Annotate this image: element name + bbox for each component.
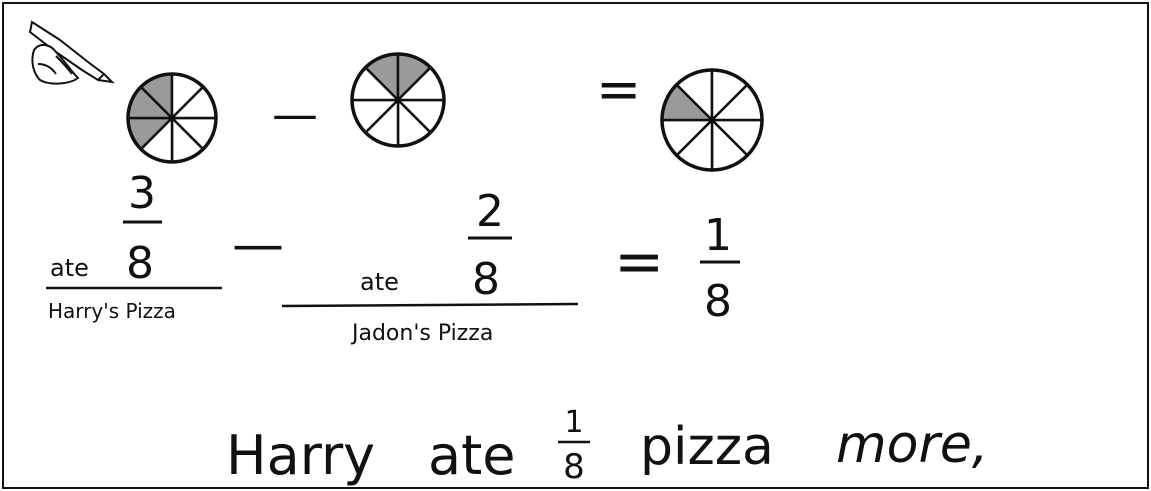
jadon-ate-label: ate [360, 268, 399, 296]
conclusion-denominator: 8 [563, 447, 585, 487]
harry-pizza-drawing [126, 72, 218, 164]
jadon-pizza-drawing [350, 52, 446, 148]
harry-numerator: 3 [128, 168, 156, 219]
conclusion-word-harry: Harry [226, 424, 375, 487]
difference-pizza-drawing [660, 68, 764, 172]
fraction-minus-sign: — [232, 215, 284, 275]
pizza-equals-sign: = [596, 58, 641, 121]
pizza-outline [660, 68, 764, 172]
conclusion-word-ate: ate [428, 424, 516, 487]
pizza-outline [350, 52, 446, 148]
pizza-outline [126, 72, 218, 164]
jadon-pizza-caption: Jadon's Pizza [350, 321, 493, 346]
conclusion-word-pizza: pizza [640, 417, 774, 477]
result-numerator: 1 [704, 210, 732, 261]
jadon-denominator: 8 [472, 254, 500, 305]
pencil-writing-hand-icon [28, 20, 115, 85]
jadon-numerator: 2 [476, 186, 504, 237]
result-denominator: 8 [704, 276, 732, 327]
harry-ate-label: ate [50, 254, 89, 282]
harry-pizza-caption: Harry's Pizza [48, 299, 176, 323]
conclusion-numerator: 1 [564, 405, 583, 440]
pizza-minus-sign: — [272, 87, 318, 141]
fraction-equals-sign: = [614, 227, 664, 297]
jadon-caption-rule [281, 302, 579, 308]
harry-denominator: 8 [126, 238, 154, 289]
conclusion-word-more: more, [836, 415, 988, 475]
